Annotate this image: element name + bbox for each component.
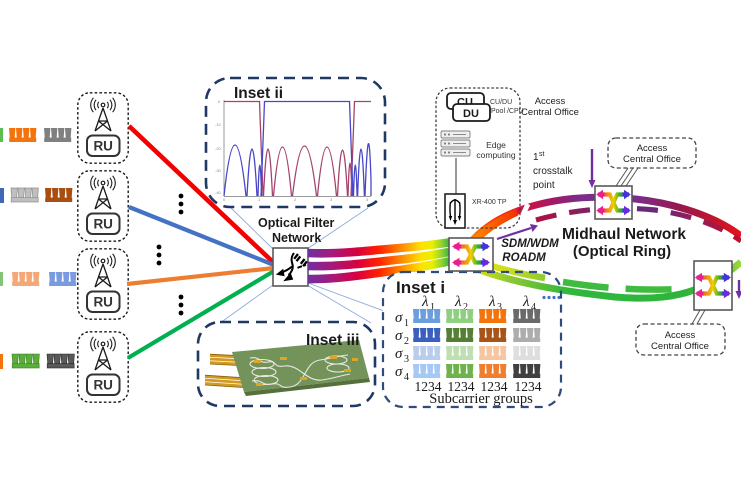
svg-text:Pool /CPU: Pool /CPU: [491, 108, 524, 115]
svg-text:σ: σ: [395, 364, 403, 380]
svg-text:3: 3: [404, 354, 409, 365]
svg-text:4: 4: [404, 372, 409, 383]
svg-text:0: 0: [218, 99, 221, 104]
svg-text:4: 4: [366, 197, 369, 202]
svg-text:crosstalk: crosstalk: [533, 166, 573, 177]
svg-text:λ: λ: [522, 294, 530, 310]
svg-text:λ: λ: [421, 294, 429, 310]
svg-text:1: 1: [533, 152, 539, 163]
svg-text:1234: 1234: [515, 379, 542, 394]
svg-text:Access: Access: [535, 96, 566, 107]
svg-text:1: 1: [404, 318, 409, 329]
svg-text:λ: λ: [488, 294, 496, 310]
svg-text:σ: σ: [395, 310, 403, 326]
svg-text:st: st: [539, 151, 545, 158]
svg-text:0: 0: [223, 197, 226, 202]
svg-text:Subcarrier groups: Subcarrier groups: [429, 391, 533, 407]
svg-text:1234: 1234: [448, 379, 475, 394]
svg-text:DU: DU: [463, 108, 479, 120]
svg-text:-40: -40: [215, 190, 222, 195]
svg-text:XR-400 TP: XR-400 TP: [472, 199, 507, 206]
svg-text:-30: -30: [215, 168, 222, 173]
svg-text:(Optical Ring): (Optical Ring): [573, 243, 671, 260]
svg-text:σ: σ: [395, 346, 403, 362]
svg-text:3: 3: [497, 302, 502, 313]
svg-text:CU/DU: CU/DU: [490, 99, 512, 106]
svg-text:1: 1: [258, 197, 261, 202]
svg-text:2: 2: [463, 302, 468, 313]
svg-text:point: point: [533, 180, 555, 191]
svg-text:-10: -10: [215, 122, 222, 127]
svg-text:Inset i: Inset i: [396, 278, 445, 297]
svg-text:Inset ii: Inset ii: [234, 85, 283, 102]
svg-text:2: 2: [404, 336, 409, 347]
svg-text:Midhaul Network: Midhaul Network: [562, 226, 686, 243]
svg-text:Access: Access: [637, 143, 668, 154]
svg-text:σ: σ: [395, 328, 403, 344]
svg-text:-20: -20: [215, 146, 222, 151]
svg-text:computing: computing: [476, 150, 515, 160]
svg-text:Network: Network: [272, 231, 321, 245]
svg-text:Edge: Edge: [486, 140, 506, 150]
svg-text:Inset iii: Inset iii: [306, 332, 359, 349]
svg-text:λ: λ: [454, 294, 462, 310]
svg-text:4: 4: [531, 302, 536, 313]
svg-text:Access: Access: [665, 330, 696, 341]
svg-text:1: 1: [430, 302, 435, 313]
svg-text:2: 2: [294, 197, 297, 202]
svg-text:1234: 1234: [415, 379, 442, 394]
svg-text:Optical Filter: Optical Filter: [258, 216, 335, 230]
svg-text:Central Office: Central Office: [651, 341, 709, 352]
svg-text:3: 3: [330, 197, 333, 202]
svg-text:SDM/WDM: SDM/WDM: [501, 238, 559, 250]
svg-text:Central Office: Central Office: [521, 107, 579, 118]
svg-text:Central Office: Central Office: [623, 154, 681, 165]
svg-text:ROADM: ROADM: [502, 252, 546, 264]
svg-text:1234: 1234: [481, 379, 508, 394]
